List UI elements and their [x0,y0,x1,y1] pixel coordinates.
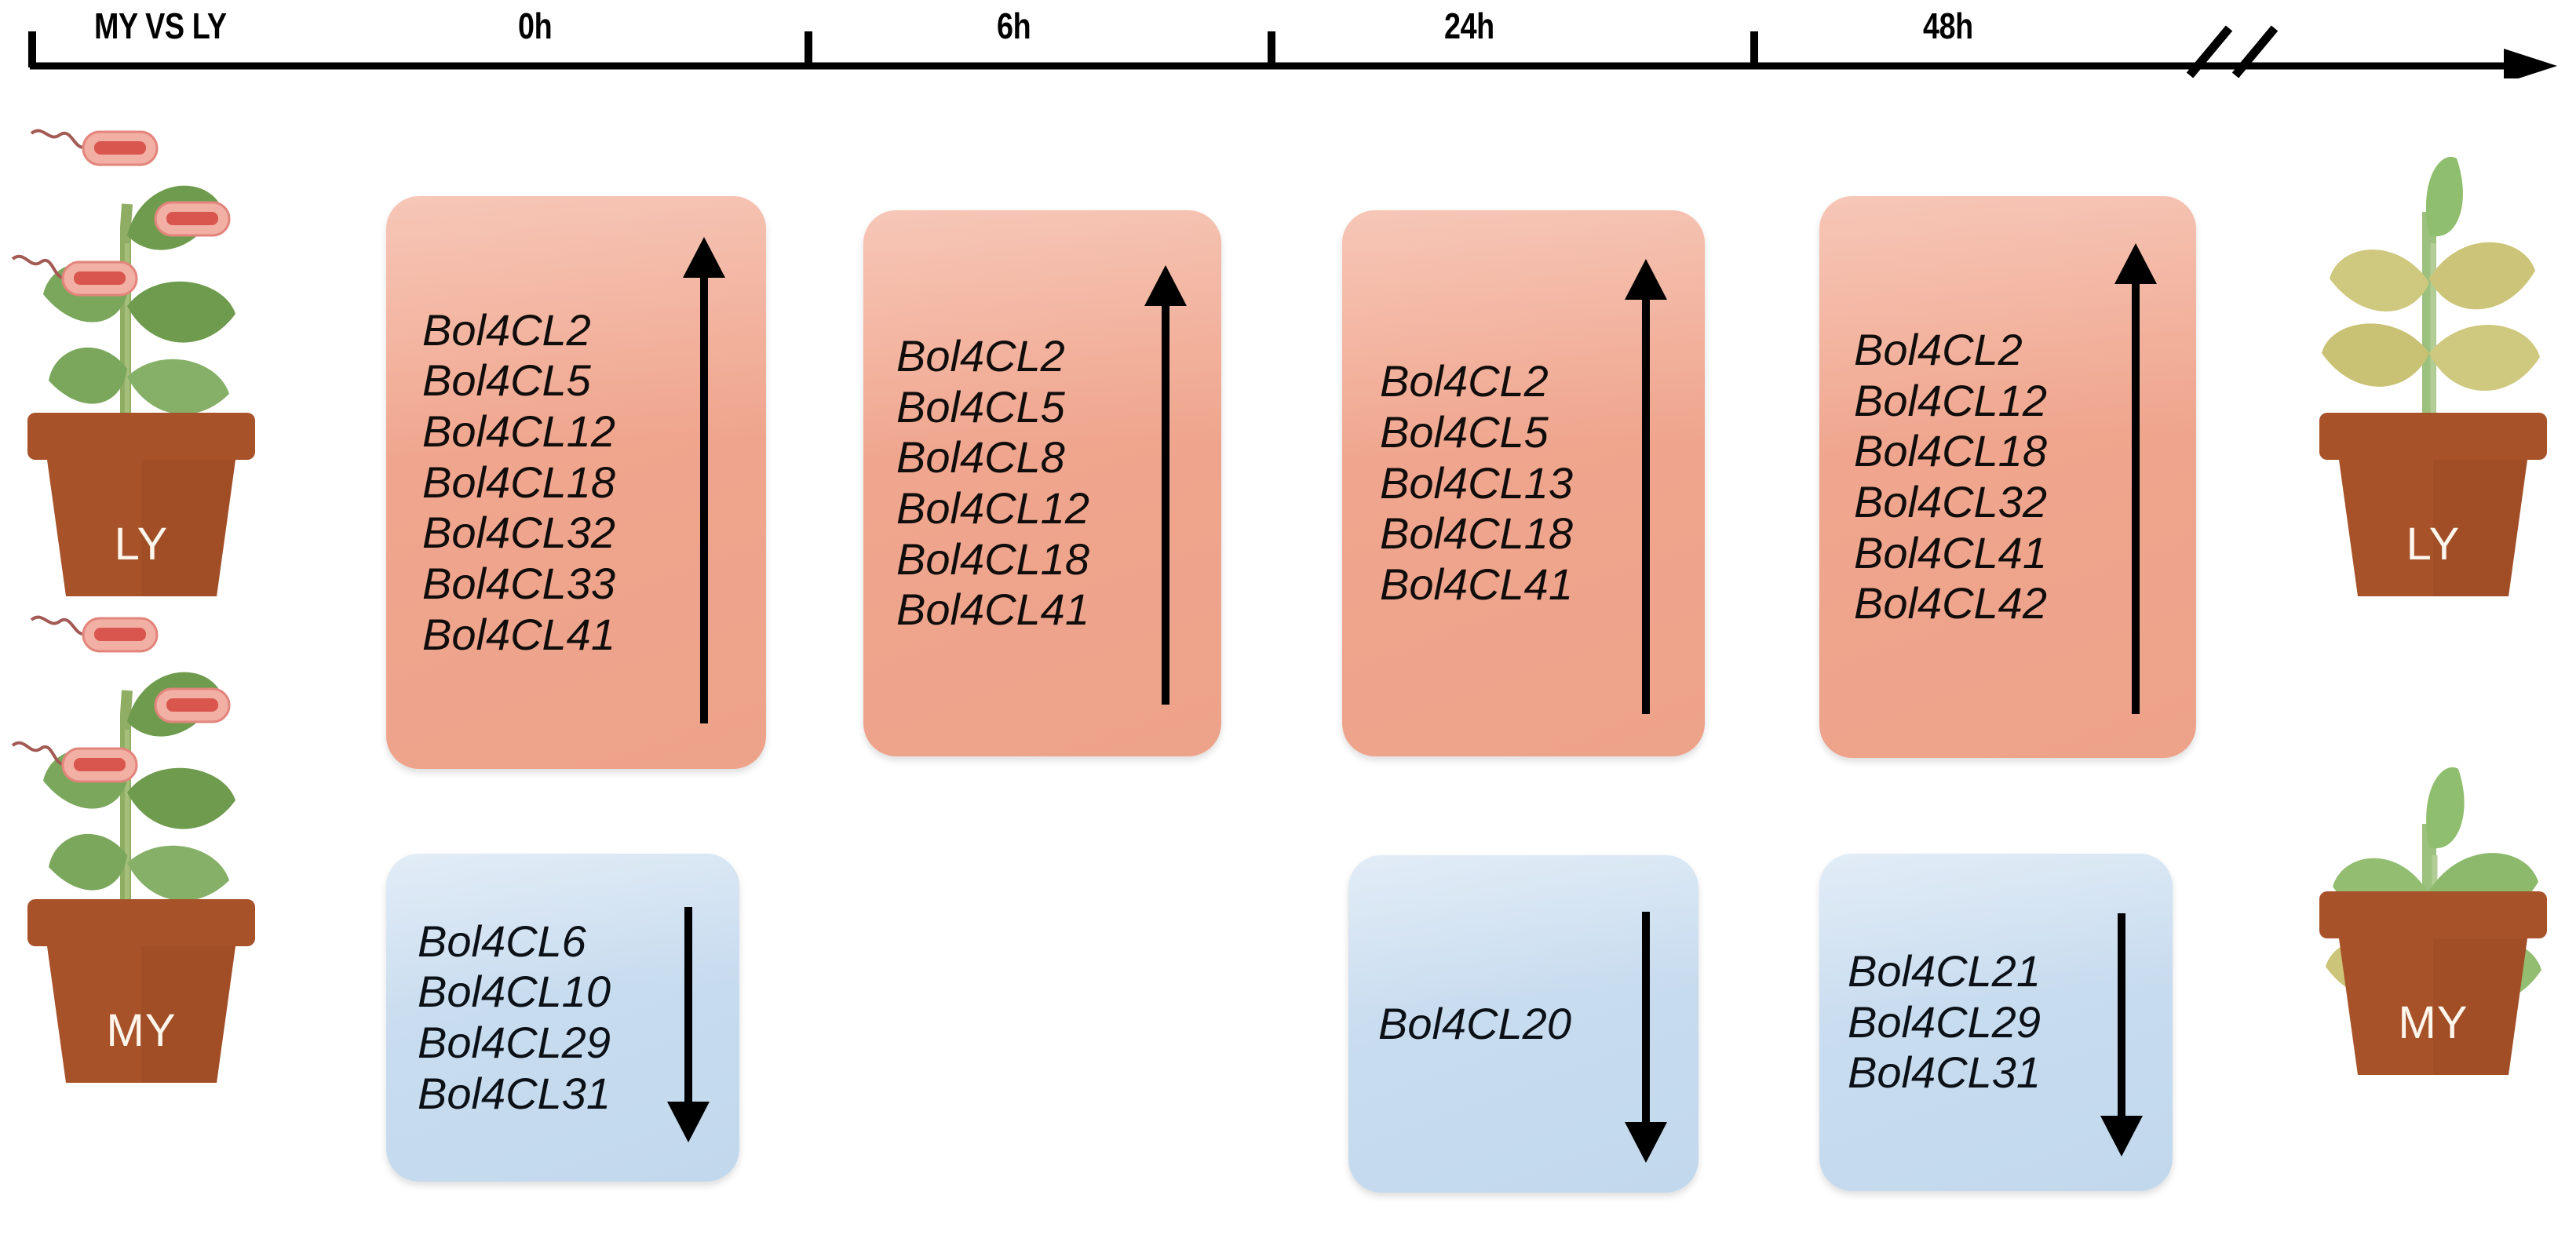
plant-left-bottom-svg [11,615,235,910]
gene-item: Bol4CL12 [422,406,615,456]
bacteria-icon-2 [11,254,64,279]
gene-item: Bol4CL31 [418,1068,611,1118]
gene-list-6h-up: Bol4CL2 Bol4CL5 Bol4CL8 Bol4CL12 Bol4CL1… [896,331,1089,636]
gene-list-48h-down: Bol4CL21 Bol4CL29 Bol4CL31 [1848,946,2041,1098]
gene-list-24h-down: Bol4CL20 [1378,999,1571,1050]
gene-item: Bol4CL33 [422,559,615,608]
gene-item: Bol4CL2 [1380,356,1549,406]
timeline-arrowhead [2504,49,2557,83]
pot-right-bottom: MY [2315,887,2551,1083]
gene-box-48h-downregulated[interactable]: Bol4CL21 Bol4CL29 Bol4CL31 [1819,854,2173,1191]
gene-item: Bol4CL8 [896,432,1065,483]
gene-item: Bol4CL29 [1848,996,2041,1047]
gene-box-0h-upregulated[interactable]: Bol4CL2 Bol4CL5 Bol4CL12 Bol4CL18 Bol4CL… [386,196,766,769]
pot-label-left-top: LY [114,519,169,570]
plant-left-bottom-my [8,596,259,910]
gene-item: Bol4CL41 [422,609,615,659]
gene-item: Bol4CL2 [422,304,591,355]
arrow-up-icon-24h [1618,259,1673,718]
gene-list-0h-down: Bol4CL6 Bol4CL10 Bol4CL29 Bol4CL31 [418,916,611,1120]
timeline-tick-label-0h: 0h [518,5,553,46]
gene-item: Bol4CL18 [1854,426,2047,476]
gene-item: Bol4CL2 [1854,324,2023,374]
gene-item: Bol4CL5 [1380,406,1549,457]
bacteria-icon-4-body [82,617,159,653]
gene-item: Bol4CL32 [1854,477,2047,526]
gene-list-24h-up: Bol4CL2 Bol4CL5 Bol4CL13 Bol4CL18 Bol4CL… [1380,356,1573,610]
gene-list-48h-up: Bol4CL2 Bol4CL12 Bol4CL18 Bol4CL32 Bol4C… [1854,325,2047,629]
gene-box-24h-upregulated[interactable]: Bol4CL2 Bol4CL5 Bol4CL13 Bol4CL18 Bol4CL… [1342,210,1705,756]
arrow-down-icon-48h [2094,913,2149,1160]
gene-item: Bol4CL41 [1380,559,1573,609]
gene-item: Bol4CL18 [422,457,615,507]
break-slash-2 [2231,25,2279,78]
pot-left-top-svg [27,413,255,596]
bacteria-icon-1-body [82,130,159,166]
pot-right-top: LY [2315,408,2551,604]
gene-box-0h-downregulated[interactable]: Bol4CL6 Bol4CL10 Bol4CL29 Bol4CL31 [386,854,739,1182]
arrow-up-icon-48h [2108,243,2163,718]
gene-item: Bol4CL2 [896,330,1065,381]
gene-item: Bol4CL5 [896,381,1065,432]
gene-item: Bol4CL12 [1854,375,2047,425]
arrow-up-icon-6h [1138,265,1193,709]
pot-left-top: LY [24,408,259,604]
plant-right-top-ly [2300,118,2559,432]
plant-left-top-svg [11,129,235,424]
gene-item: Bol4CL41 [1854,527,2047,577]
timeline-tick-label-24h: 24h [1444,5,1494,46]
bacteria-icon-3-body [154,201,231,237]
timeline-svg [28,25,2557,83]
timeline-axis: MY VS LY 0h 6h 24h 48h [0,0,2576,83]
gene-item: Bol4CL41 [896,585,1089,635]
pot-left-bottom: MY [24,894,259,1091]
gene-item: Bol4CL42 [1854,578,2047,628]
arrow-up-icon-0h [677,237,732,727]
gene-box-24h-downregulated[interactable]: Bol4CL20 [1348,855,1698,1193]
gene-box-48h-upregulated[interactable]: Bol4CL2 Bol4CL12 Bol4CL18 Bol4CL32 Bol4C… [1819,196,2196,758]
bacteria-icon-5 [11,741,64,766]
gene-list-0h-up: Bol4CL2 Bol4CL5 Bol4CL12 Bol4CL18 Bol4CL… [422,305,615,661]
gene-item: Bol4CL12 [896,483,1089,533]
bacteria-icon-1 [30,129,84,149]
gene-item: Bol4CL10 [418,967,611,1017]
leaf-group-right-top [2322,156,2540,392]
gene-item: Bol4CL32 [422,508,615,558]
pot-left-bottom-svg [27,899,255,1083]
gene-item: Bol4CL18 [896,534,1089,584]
bacteria-icon-4 [30,615,84,636]
break-slash-1 [2186,25,2233,78]
pot-label-right-bottom: MY [2398,997,2468,1048]
gene-box-6h-upregulated[interactable]: Bol4CL2 Bol4CL5 Bol4CL8 Bol4CL12 Bol4CL1… [863,210,1221,756]
timeline-tick-label-6h: 6h [997,5,1031,46]
gene-item: Bol4CL6 [418,916,586,966]
pot-label-right-top: LY [2406,519,2461,570]
plant-left-top-ly [8,110,259,424]
timeline-tick-label-48h: 48h [1923,5,1973,46]
gene-item: Bol4CL31 [1848,1047,2041,1098]
gene-item: Bol4CL20 [1378,998,1571,1048]
pot-label-left-bottom: MY [106,1005,177,1056]
bacteria-icon-6-body [154,687,231,723]
gene-item: Bol4CL21 [1848,945,2041,996]
bacteria-icon-2-body [61,260,138,297]
gene-item: Bol4CL5 [422,355,591,406]
pot-right-bottom-svg [2319,891,2547,1075]
arrow-down-icon-24h [1618,912,1673,1167]
plant-right-top-svg [2322,156,2540,432]
timeline-comparison-label: MY VS LY [94,5,227,46]
bacteria-icon-5-body [61,747,138,783]
gene-item: Bol4CL18 [1380,508,1573,559]
pot-right-top-svg [2319,413,2547,596]
gene-item: Bol4CL29 [418,1018,611,1067]
gene-item: Bol4CL13 [1380,457,1573,508]
arrow-down-icon-0h [661,907,716,1146]
